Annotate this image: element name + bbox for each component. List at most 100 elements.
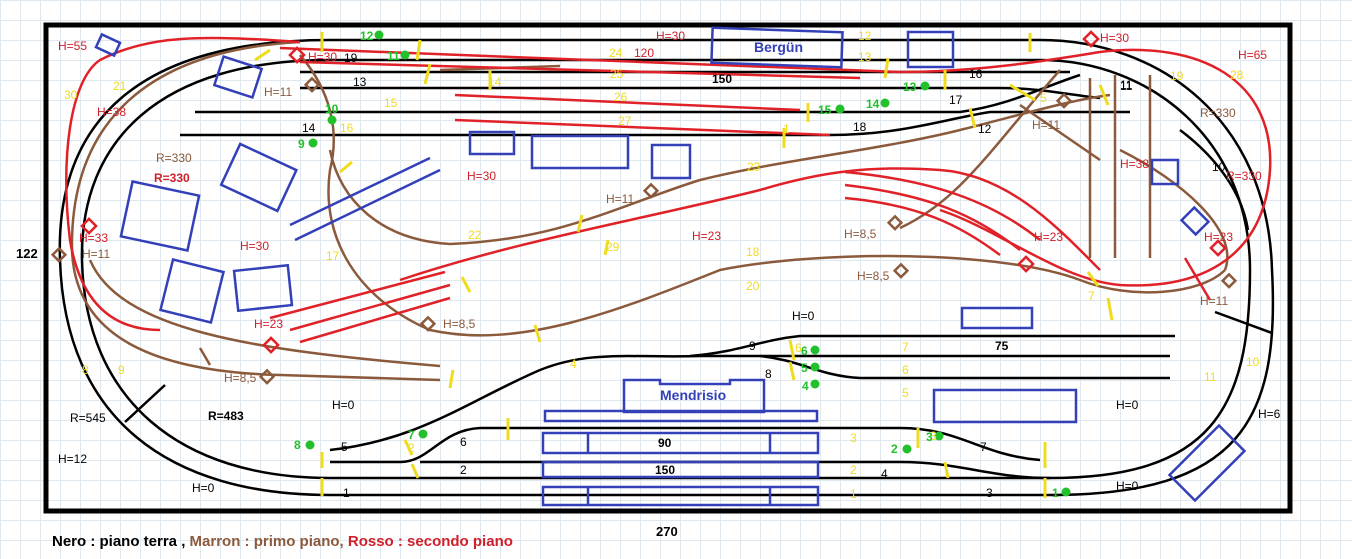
svg-text:H=11: H=11 <box>606 192 634 206</box>
buildings <box>94 26 1247 507</box>
svg-text:15: 15 <box>384 96 398 110</box>
track-75 <box>689 334 1175 358</box>
radii: R=545 R=483 R=330 R=330 R=330 R=330 <box>70 106 1262 425</box>
svg-text:H=8,5: H=8,5 <box>224 371 257 385</box>
red-spur-c <box>844 196 1001 257</box>
legend-red: Rosso : secondo piano <box>347 533 513 550</box>
red-main-loop <box>279 46 1272 287</box>
color-legend: Nero : piano terra , Marron : primo pian… <box>52 533 513 550</box>
svg-text:18: 18 <box>746 245 760 259</box>
track-numbers-yellow: 1 2 3 4 5 6 7 8 9 10 11 12 13 14 15 16 1… <box>64 29 1260 501</box>
svg-text:2: 2 <box>460 463 467 477</box>
svg-text:25: 25 <box>610 67 624 81</box>
svg-text:18: 18 <box>853 120 867 134</box>
svg-text:H=0: H=0 <box>1116 479 1139 493</box>
svg-text:7: 7 <box>1088 289 1095 303</box>
track-7 <box>899 426 1041 462</box>
svg-text:H=38: H=38 <box>97 105 126 119</box>
svg-text:13: 13 <box>903 80 917 94</box>
track-numbers-black: 1 2 3 4 5 6 7 8 9 10 11 12 13 14 16 17 1… <box>302 51 1226 500</box>
red-spur-e <box>289 283 451 332</box>
svg-text:75: 75 <box>995 339 1009 353</box>
svg-text:8: 8 <box>82 363 89 377</box>
svg-text:8: 8 <box>294 438 301 452</box>
svg-text:H=55: H=55 <box>58 39 87 53</box>
dimension-height: 122 <box>16 246 38 261</box>
second-level-tracks <box>65 36 1272 344</box>
svg-text:7: 7 <box>408 428 415 442</box>
track-8 <box>759 354 1170 380</box>
svg-text:H=11: H=11 <box>1032 118 1060 132</box>
svg-text:13: 13 <box>353 75 367 89</box>
svg-text:20: 20 <box>746 279 760 293</box>
signal-numbers: 1 2 3 4 5 6 7 8 9 10 11 12 13 14 15 <box>294 29 1059 500</box>
svg-text:H=6: H=6 <box>1258 407 1281 421</box>
signals <box>305 30 1071 497</box>
platform-lengths: 90 150 150 75 <box>655 72 1009 477</box>
svg-text:3: 3 <box>850 431 857 445</box>
brown-loop-20 <box>299 54 1226 337</box>
track-4-yard <box>329 354 1170 452</box>
track-16-17 <box>195 73 1081 114</box>
ground-level-tracks <box>58 38 1275 497</box>
svg-text:H=11: H=11 <box>82 247 110 261</box>
svg-text:150: 150 <box>712 72 732 86</box>
svg-text:H=12: H=12 <box>58 452 87 466</box>
svg-text:H=30: H=30 <box>240 239 269 253</box>
svg-text:3: 3 <box>930 429 937 443</box>
red-spur-f <box>299 296 451 344</box>
svg-text:29: 29 <box>606 240 620 254</box>
svg-text:H=11: H=11 <box>264 85 292 99</box>
svg-text:H=0: H=0 <box>192 481 215 495</box>
legend-brown: Marron : primo piano, <box>189 533 344 550</box>
svg-text:4: 4 <box>570 357 577 371</box>
brown-track-22 <box>328 93 1111 246</box>
svg-text:H=30: H=30 <box>308 50 337 64</box>
svg-text:7: 7 <box>902 340 909 354</box>
svg-text:H=8,5: H=8,5 <box>844 227 877 241</box>
svg-text:H=30: H=30 <box>656 29 685 43</box>
svg-text:R=330: R=330 <box>1226 169 1262 183</box>
red-track-29 <box>399 167 1101 282</box>
red-spur-b <box>844 183 1021 251</box>
svg-text:10: 10 <box>325 102 339 116</box>
svg-text:11: 11 <box>1120 79 1133 93</box>
svg-text:19: 19 <box>1170 69 1184 83</box>
svg-text:26: 26 <box>614 90 628 104</box>
cut-right <box>1214 310 1273 335</box>
svg-text:90: 90 <box>658 436 672 450</box>
svg-text:H=38: H=38 <box>1120 157 1149 171</box>
heights-first: H=11 H=11 H=11 H=11 H=11 H=8,5 H=8,5 H=8… <box>82 85 1228 385</box>
svg-text:11: 11 <box>1204 370 1217 384</box>
station-bergun: Bergün <box>754 39 803 55</box>
board-frame <box>43 22 1293 514</box>
outer-loop <box>58 38 1275 497</box>
svg-text:5: 5 <box>341 440 348 454</box>
red-track-25 <box>299 60 861 80</box>
section-markers <box>254 32 1114 498</box>
svg-text:14: 14 <box>866 97 880 111</box>
svg-text:17: 17 <box>326 249 340 263</box>
svg-text:16: 16 <box>969 67 983 81</box>
svg-text:22: 22 <box>468 228 482 242</box>
svg-text:1: 1 <box>783 122 790 136</box>
svg-text:9: 9 <box>749 339 756 353</box>
svg-text:14: 14 <box>488 75 502 89</box>
svg-text:24: 24 <box>609 46 623 60</box>
svg-text:6: 6 <box>795 341 802 355</box>
svg-text:10: 10 <box>1246 355 1260 369</box>
svg-text:17: 17 <box>949 93 963 107</box>
brown-tick <box>198 347 212 366</box>
svg-text:9: 9 <box>298 137 305 151</box>
inner-loop <box>80 58 1252 480</box>
svg-text:150: 150 <box>655 463 675 477</box>
svg-text:5: 5 <box>1040 91 1047 105</box>
svg-text:14: 14 <box>302 121 316 135</box>
svg-text:R=483: R=483 <box>208 409 244 423</box>
track-2-4 <box>420 460 1051 480</box>
svg-text:4: 4 <box>802 379 809 393</box>
svg-text:15: 15 <box>818 103 832 117</box>
svg-text:27: 27 <box>618 114 632 128</box>
